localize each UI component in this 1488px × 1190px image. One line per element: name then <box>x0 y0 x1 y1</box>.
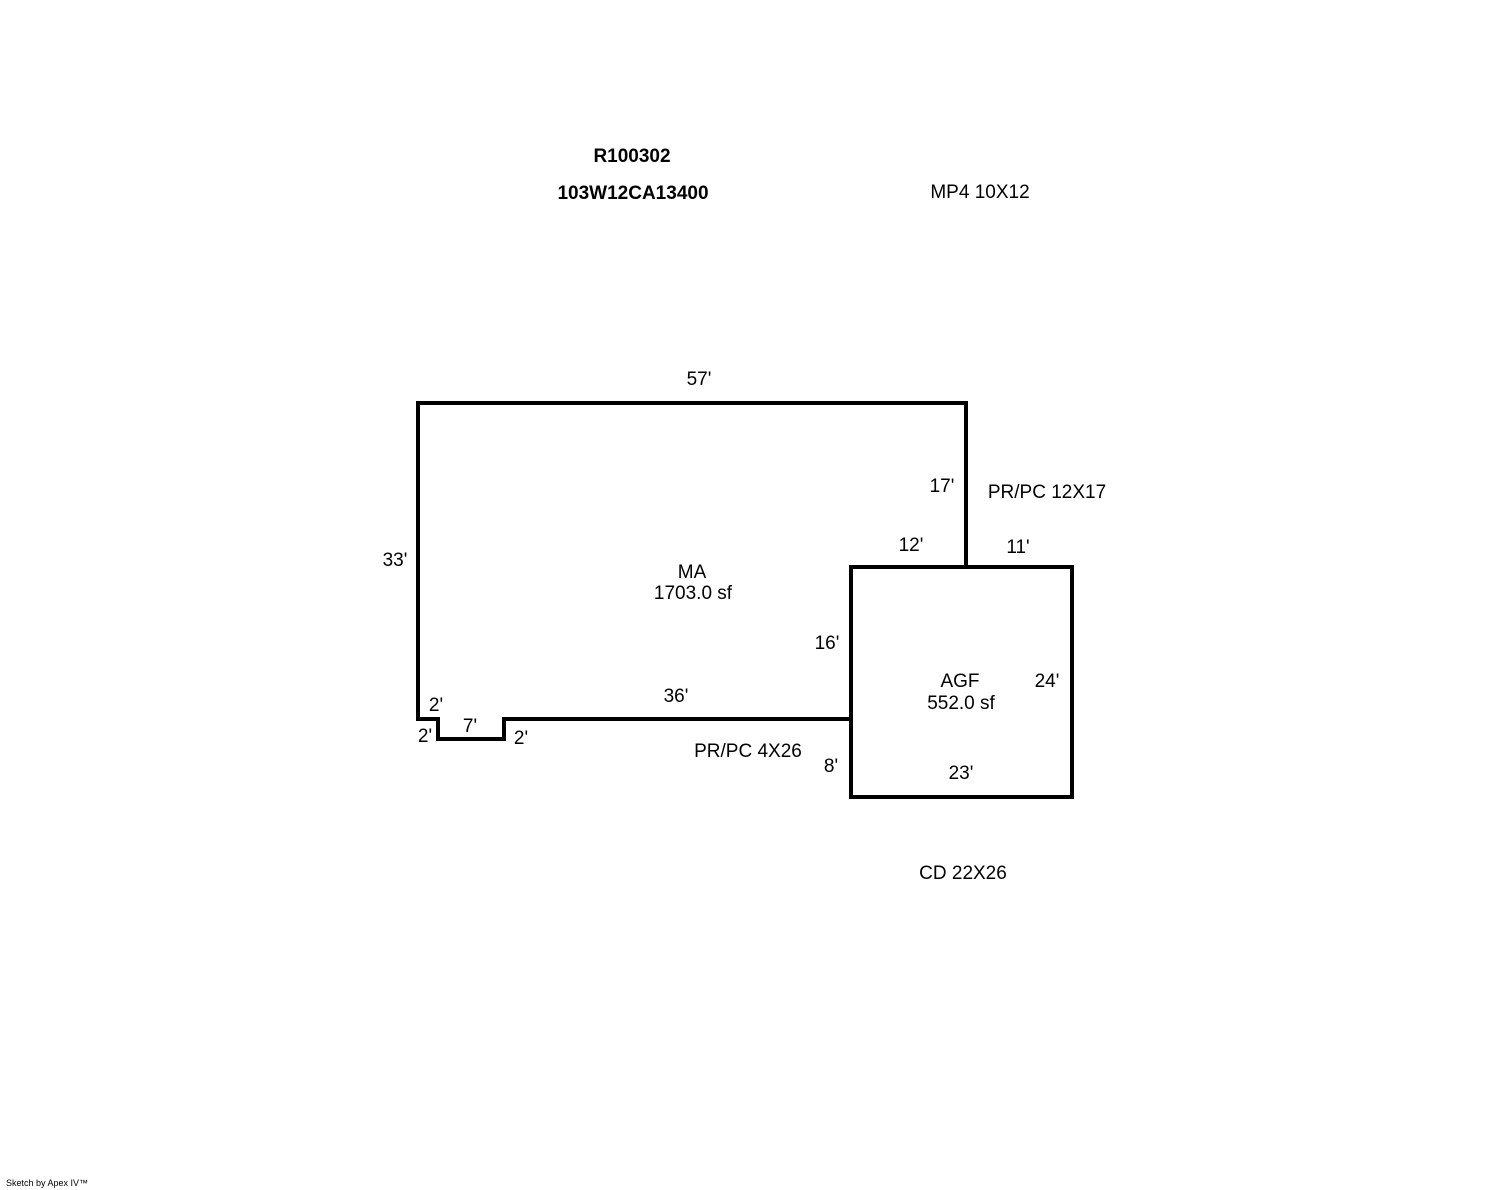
dim-garage-bottom: 23' <box>949 763 974 784</box>
garage-outline <box>849 565 1074 799</box>
dim-garage-left-upper: 16' <box>815 633 840 654</box>
main-area-outline <box>416 401 968 741</box>
dim-bottom-long: 36' <box>664 686 689 707</box>
garage-size: 552.0 sf <box>927 693 995 714</box>
dim-notch-left-outer: 2' <box>418 726 432 747</box>
parcel-id: R100302 <box>593 146 670 167</box>
main-area-code: MA <box>678 562 707 583</box>
dim-garage-left-lower: 8' <box>824 756 838 777</box>
dim-top: 57' <box>687 369 712 390</box>
dim-right-upper: 17' <box>930 476 955 497</box>
main-area-size: 1703.0 sf <box>654 583 733 604</box>
porch-east-label: PR/PC 12X17 <box>988 482 1106 503</box>
dim-notch-bottom: 7' <box>463 716 477 737</box>
mp4-label: MP4 10X12 <box>930 182 1029 203</box>
deck-label: CD 22X26 <box>919 863 1007 884</box>
dim-left: 33' <box>383 550 408 571</box>
porch-south-label: PR/PC 4X26 <box>694 741 802 762</box>
dim-garage-top-left: 12' <box>899 535 924 556</box>
footer-credit: Sketch by Apex IV™ <box>6 1178 88 1188</box>
dim-garage-top-right: 11' <box>1006 537 1029 558</box>
garage-code: AGF <box>940 671 979 692</box>
dim-notch-left-inner: 2' <box>429 695 443 716</box>
map-number: 103W12CA13400 <box>557 183 708 204</box>
dim-notch-right: 2' <box>514 728 528 749</box>
dim-garage-right: 24' <box>1035 671 1060 692</box>
